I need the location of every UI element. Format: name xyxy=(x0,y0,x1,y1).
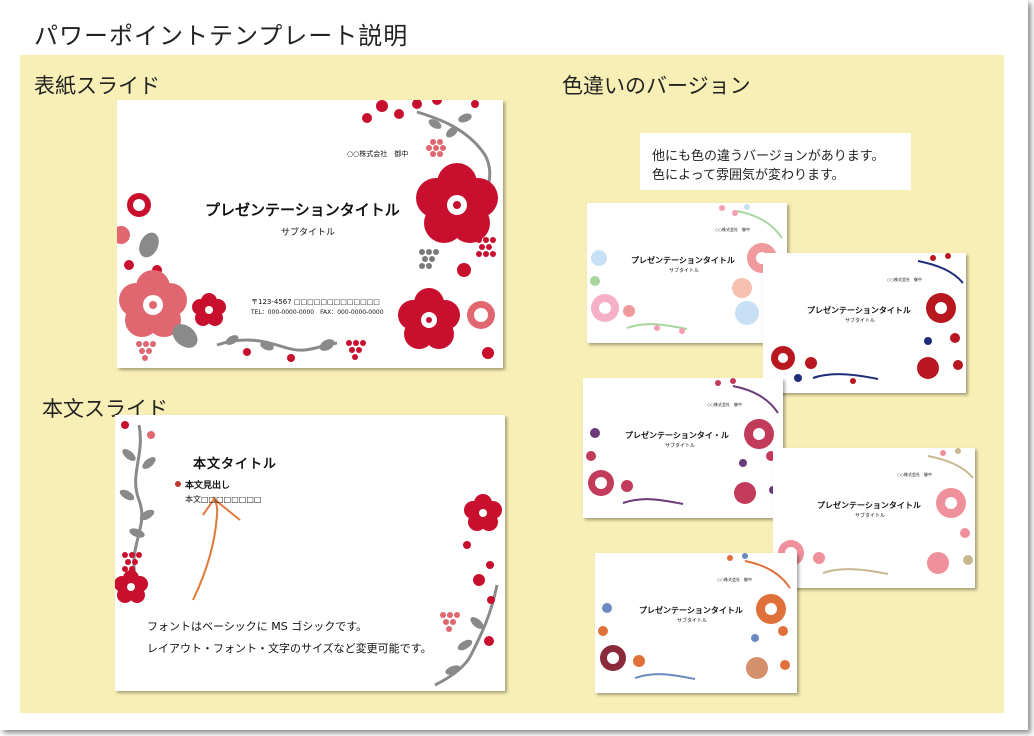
body-title: 本文タイトル xyxy=(193,457,278,472)
variation-navy-subtitle: サブタイトル xyxy=(845,318,876,324)
variation-slide-navy: ○○株式会社 御中 プレゼンテーションタイトル サブタイトル xyxy=(763,253,966,393)
cover-contact: TEL：000-0000-0000 FAX：000-0000-0000 xyxy=(251,309,384,316)
variation-orange-artwork xyxy=(598,553,791,680)
variation-slide-purple: ○○株式会社 御中 プレゼンテーションタイ・ル サブタイトル xyxy=(583,378,783,518)
body-slide-artwork xyxy=(115,421,502,687)
variation-slide-orange: ○○株式会社 御中 プレゼンテーションタイトル サブタイトル xyxy=(595,553,797,693)
body-text: 本文□□□□□□□□ xyxy=(185,495,262,504)
variation-orange-recipient: ○○株式会社 御中 xyxy=(717,577,752,582)
body-note-line2: レイアウト・フォント・文字のサイズなど変更可能です。 xyxy=(147,642,432,655)
page-title: パワーポイントテンプレート説明 xyxy=(34,22,409,50)
variation-beige-title: プレゼンテーションタイトル xyxy=(817,501,921,510)
variation-slide-pink: ○○株式会社 御中 プレゼンテーションタイトル サブタイトル xyxy=(587,203,787,343)
body-heading: 本文見出し xyxy=(185,481,231,491)
body-slide: 本文タイトル 本文見出し 本文□□□□□□□□ フォントはベーシックに MS ゴ… xyxy=(115,415,505,691)
variations-description-line1: 他にも色の違うバージョンがあります。 xyxy=(652,149,885,164)
cover-title: プレゼンテーションタイトル xyxy=(205,201,400,219)
cover-recipient: ○○株式会社 御中 xyxy=(347,150,409,158)
variation-navy-artwork xyxy=(771,253,964,384)
variation-slide-beige: ○○株式会社 御中 プレゼンテーションタイトル サブタイトル xyxy=(773,448,975,588)
variations-description: 他にも色の違うバージョンがあります。 色によって雰囲気が変わります。 xyxy=(640,133,911,190)
variation-pink-recipient: ○○株式会社 御中 xyxy=(715,227,750,232)
cover-slide: ○○株式会社 御中 プレゼンテーションタイトル サブタイトル 〒123-4567… xyxy=(117,100,503,368)
variation-navy-recipient: ○○株式会社 御中 xyxy=(887,277,922,282)
variation-orange-subtitle: サブタイトル xyxy=(677,618,708,624)
variation-beige-subtitle: サブタイトル xyxy=(855,513,886,519)
variation-pink-artwork xyxy=(590,204,784,334)
variations-section-title: 色違いのバージョン xyxy=(562,74,751,98)
variation-purple-title: プレゼンテーションタイ・ル xyxy=(625,431,729,440)
body-note-line1: フォントはベーシックに MS ゴシックです。 xyxy=(147,620,368,633)
variations-description-line2: 色によって雰囲気が変わります。 xyxy=(652,168,845,183)
variation-purple-artwork xyxy=(586,378,779,505)
variation-purple-subtitle: サブタイトル xyxy=(665,443,696,449)
variation-orange-title: プレゼンテーションタイトル xyxy=(639,606,743,615)
variation-pink-title: プレゼンテーションタイトル xyxy=(631,256,735,265)
variation-pink-subtitle: サブタイトル xyxy=(669,268,700,274)
variation-beige-recipient: ○○株式会社 御中 xyxy=(897,472,932,477)
cover-section-title: 表紙スライド xyxy=(34,74,160,98)
cover-slide-artwork xyxy=(117,100,498,362)
cover-subtitle: サブタイトル xyxy=(281,228,336,238)
variation-purple-recipient: ○○株式会社 御中 xyxy=(707,402,742,407)
cover-address: 〒123-4567 □□□□□□□□□□□□□ xyxy=(251,298,380,306)
variation-navy-title: プレゼンテーションタイトル xyxy=(807,306,911,315)
